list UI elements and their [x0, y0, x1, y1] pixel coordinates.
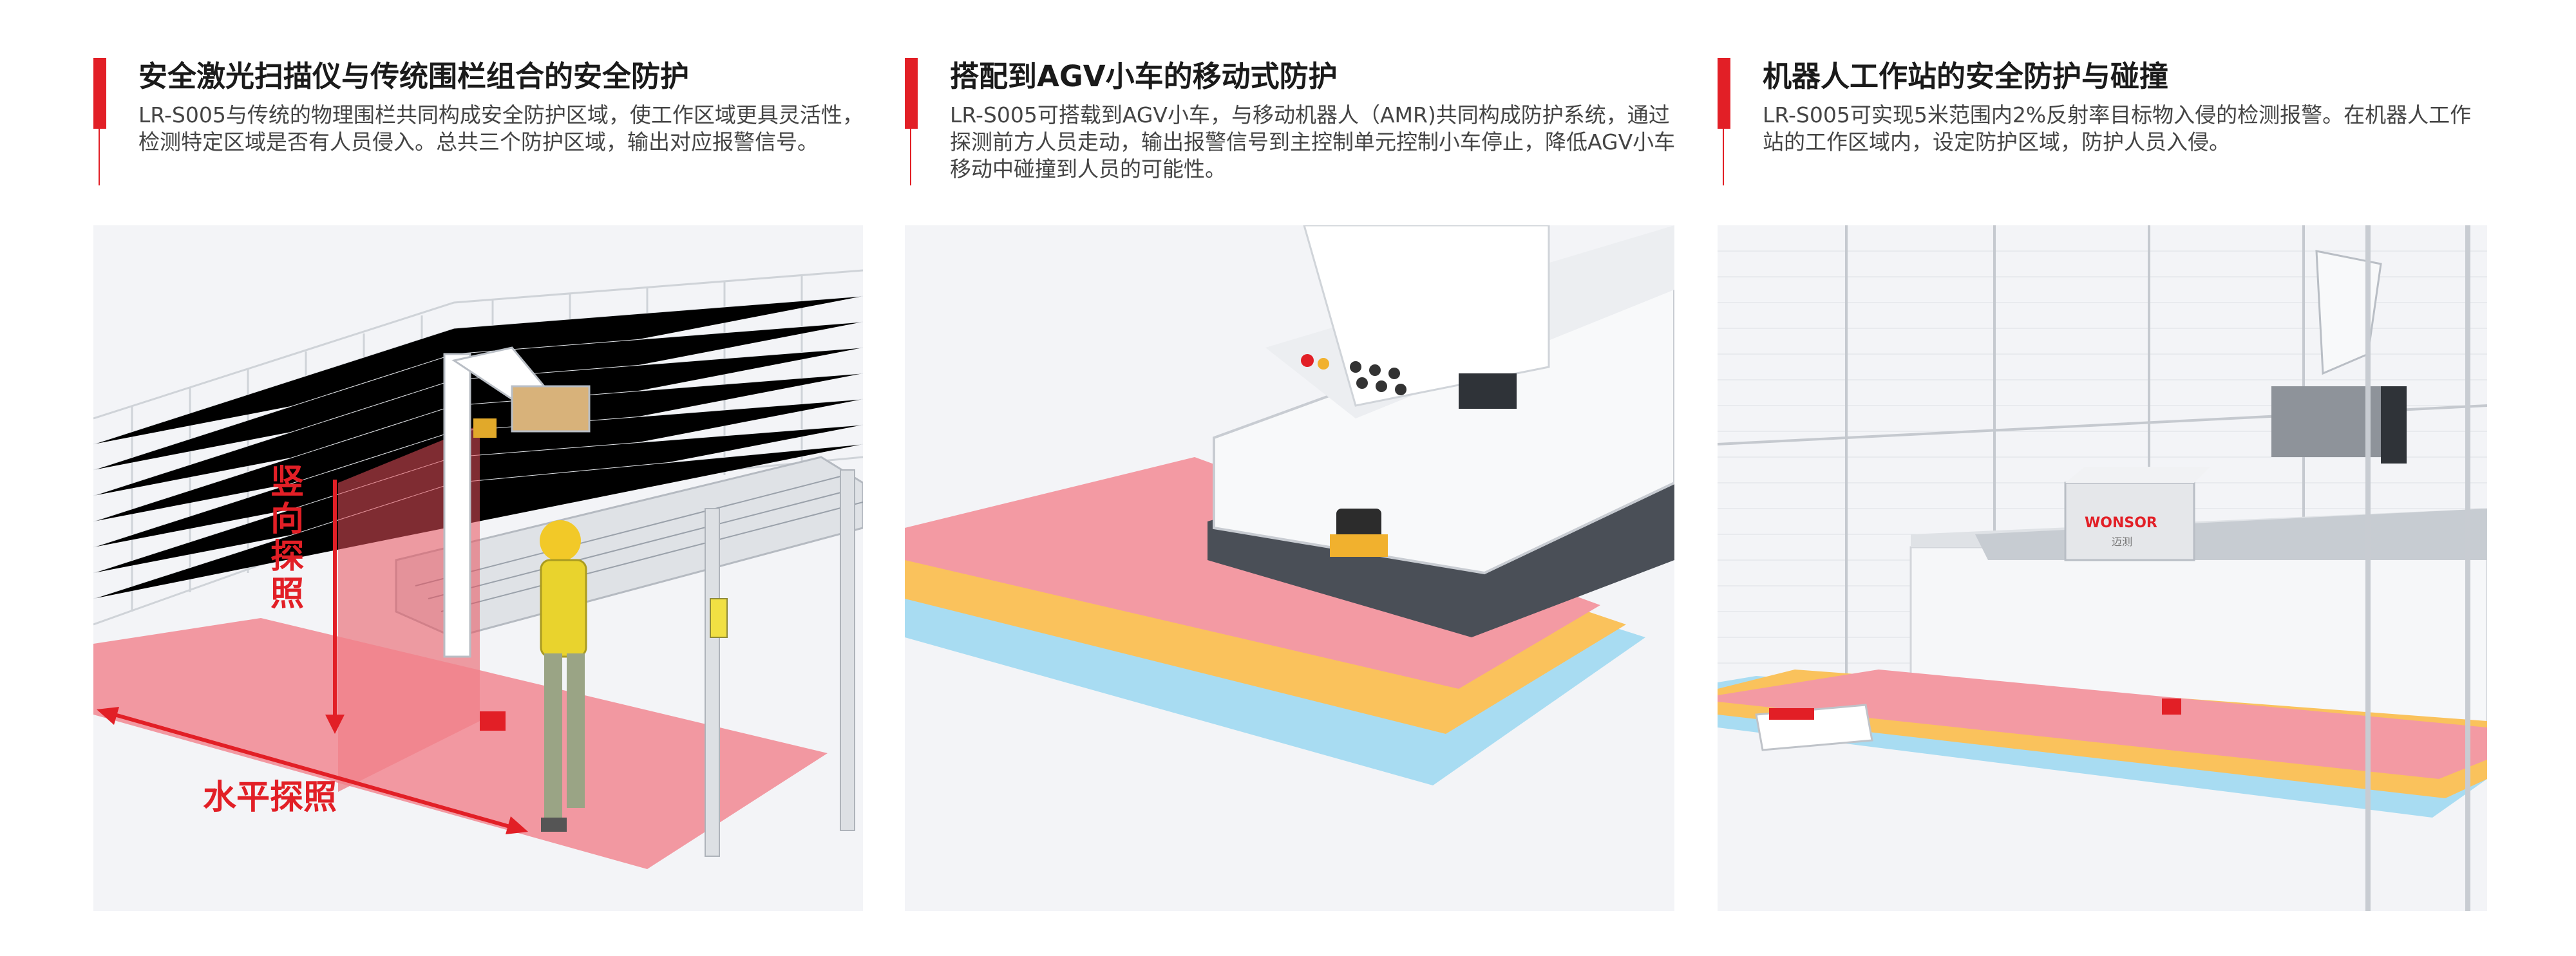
accent-line [99, 129, 100, 185]
illustration-robot-station [1718, 225, 2487, 911]
section-robot-station: 机器人工作站的安全防护与碰撞 LR-S005可实现5米范围内2%反射率目标物入侵… [1718, 0, 2487, 956]
accent-line [910, 129, 911, 185]
brand-box-sub: 迈测 [2112, 536, 2133, 548]
accent-bar [93, 58, 106, 129]
brand-box-logo: WONSOR [2085, 515, 2157, 531]
vertical-detection-label: 竖向探照 [270, 463, 305, 614]
illustration-fence-scanner [93, 225, 863, 911]
section-fence-combo: 安全激光扫描仪与传统围栏组合的安全防护 LR-S005与传统的物理围栏共同构成安… [93, 0, 864, 956]
accent-line [1723, 129, 1724, 185]
accent-bar [1718, 58, 1730, 129]
horizontal-detection-label: 水平探照 [203, 778, 337, 817]
section-title: 搭配到AGV小车的移动式防护 [950, 59, 1338, 93]
section-description: LR-S005可搭载到AGV小车，与移动机器人（AMR)共同构成防护系统，通过探… [950, 102, 1676, 182]
section-title: 机器人工作站的安全防护与碰撞 [1763, 59, 2169, 93]
section-description: LR-S005与传统的物理围栏共同构成安全防护区域，使工作区域更具灵活性，检测特… [138, 102, 864, 155]
accent-bar [905, 58, 918, 129]
section-title: 安全激光扫描仪与传统围栏组合的安全防护 [138, 59, 690, 93]
section-description: LR-S005可实现5米范围内2%反射率目标物入侵的检测报警。在机器人工作站的工… [1763, 102, 2472, 155]
illustration-agv [905, 225, 1674, 911]
section-agv: 搭配到AGV小车的移动式防护 LR-S005可搭载到AGV小车，与移动机器人（A… [905, 0, 1675, 956]
